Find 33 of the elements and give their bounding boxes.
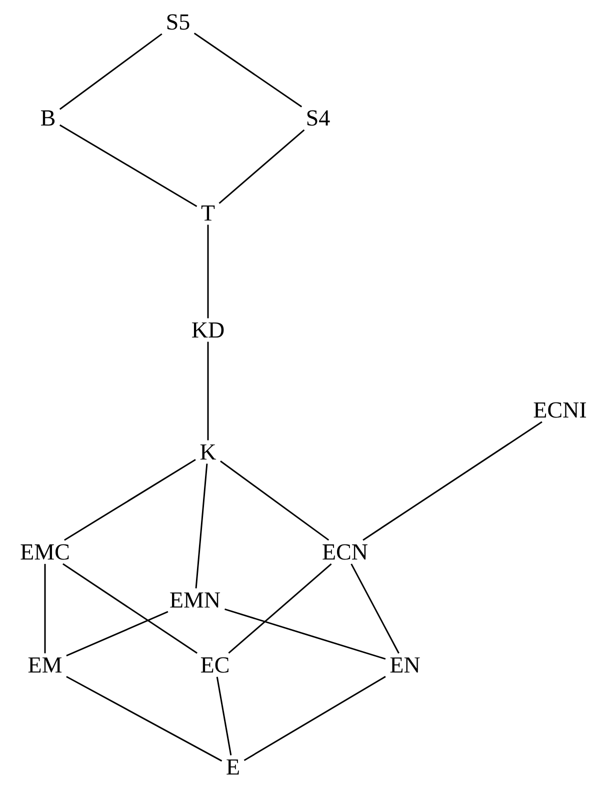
node-label: EN [390, 657, 420, 673]
node-label: ECNI [534, 402, 586, 418]
node-label: S4 [307, 110, 330, 126]
node-label: S5 [167, 14, 190, 30]
node-label: ECN [322, 544, 368, 560]
line [228, 563, 332, 654]
line [220, 460, 330, 541]
line [66, 676, 222, 762]
node-label: EC [200, 657, 228, 673]
node-label: T [201, 205, 215, 221]
line [362, 421, 542, 541]
line [207, 224, 209, 318]
line [59, 33, 162, 110]
line [244, 676, 386, 761]
line [44, 564, 46, 654]
line [195, 464, 208, 588]
line [62, 563, 198, 654]
line [59, 124, 198, 207]
node-label: E [226, 759, 239, 775]
line [224, 608, 386, 660]
line [350, 564, 400, 654]
line [64, 459, 196, 541]
node-label: EMC [20, 544, 69, 560]
line [194, 32, 302, 108]
node-label: B [40, 110, 55, 126]
line [207, 342, 209, 440]
node-label: EMN [170, 592, 220, 608]
line [218, 129, 305, 204]
line [66, 611, 168, 656]
node-label: KD [192, 322, 224, 338]
node-label: K [200, 444, 216, 460]
line [216, 676, 232, 756]
node-label: EM [28, 657, 62, 673]
